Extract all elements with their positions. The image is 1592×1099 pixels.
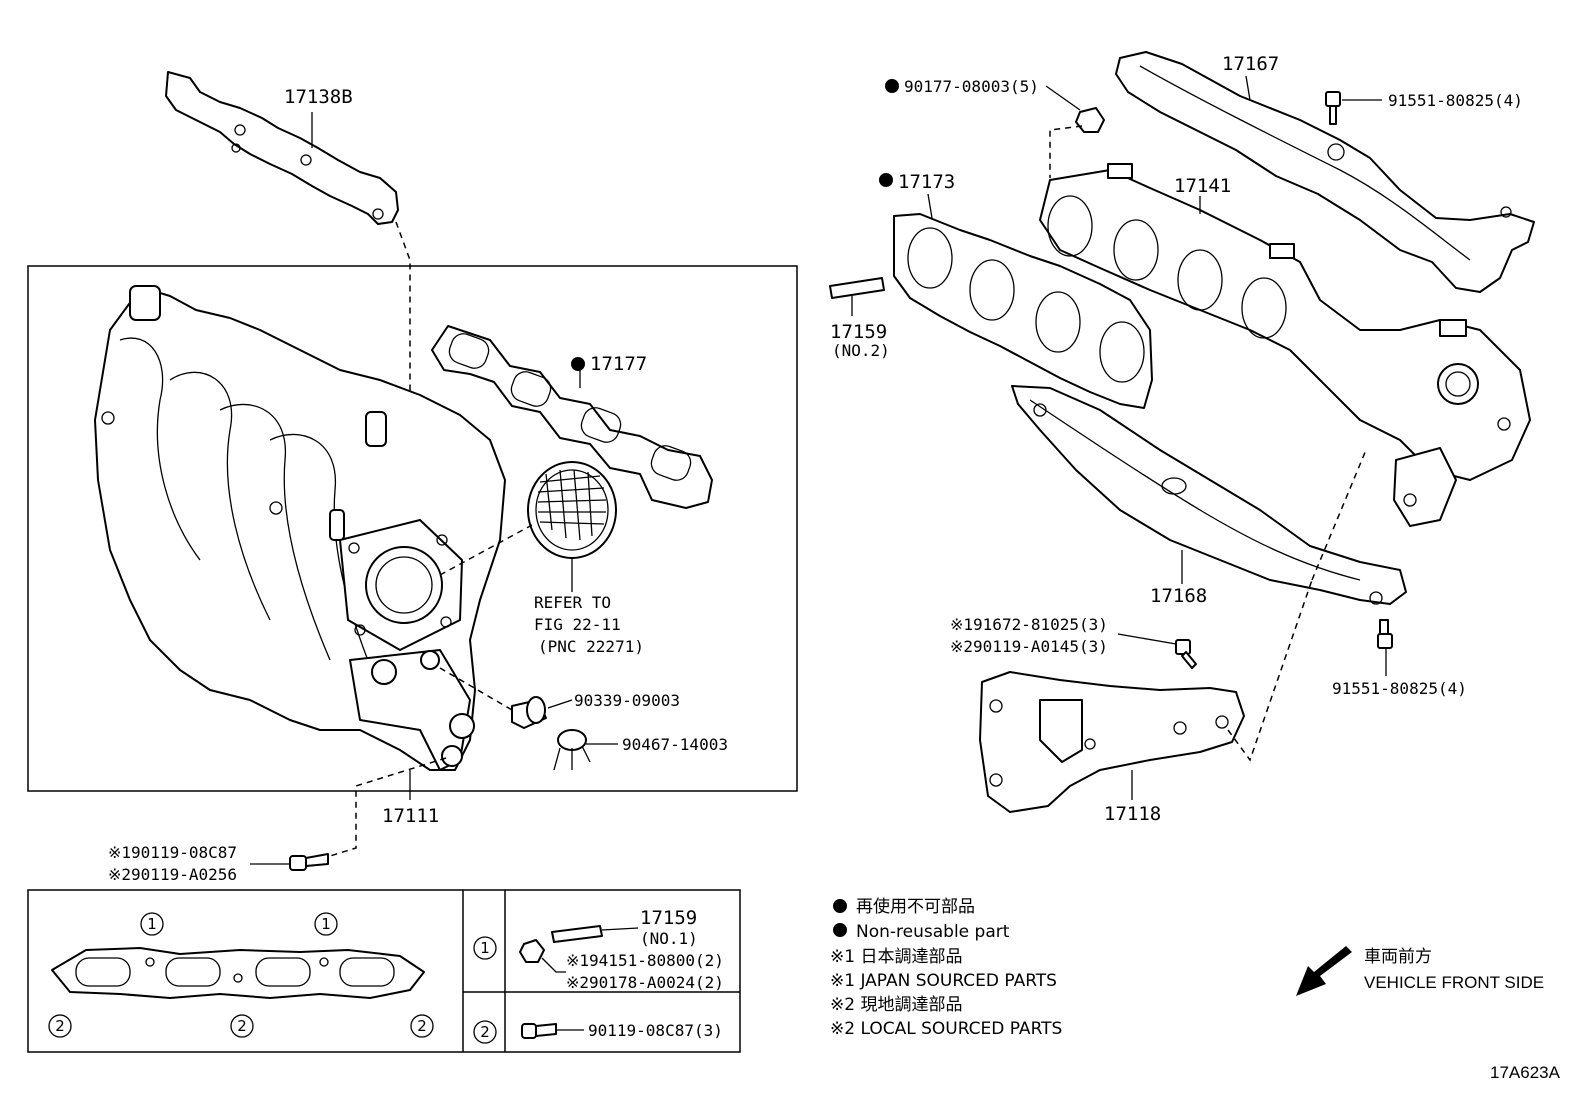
- nut-90177-drawing: [1075, 107, 1105, 133]
- leader-row1-stud: [601, 927, 639, 931]
- dash-17118: [1227, 579, 1313, 762]
- dash-bolt-a: [329, 757, 447, 857]
- direction-jp: 車両前方: [1364, 947, 1432, 967]
- leader-17167: [1245, 75, 1251, 101]
- label-17141: 17141: [1174, 175, 1231, 197]
- bolt-91551-bot-drawing: [1377, 619, 1393, 649]
- legend-dot-jp: [833, 899, 847, 913]
- dash-17138b: [395, 221, 411, 450]
- exhaust-manifold-17141-drawing: [1039, 163, 1531, 527]
- bracket-17118-drawing: [979, 671, 1245, 813]
- label-17168: 17168: [1150, 585, 1207, 607]
- label-bolt-b1: ※191672-81025(3): [950, 615, 1108, 634]
- label-bolt-a1: ※190119-08C87: [108, 843, 237, 862]
- label-17167: 17167: [1222, 53, 1279, 75]
- row-circle-1: 1: [480, 939, 490, 957]
- legend-nonreusable-en: Non-reusable part: [856, 922, 1010, 942]
- circle-2-a: 2: [55, 1017, 65, 1035]
- leader-bolt-b: [1117, 633, 1177, 645]
- label-17118: 17118: [1104, 803, 1161, 825]
- inset-row2-code: 90119-08C87(3): [588, 1021, 723, 1040]
- inset-row2-drawing: [521, 1023, 557, 1039]
- intake-manifold-drawing: [94, 285, 506, 771]
- leader-90177: [1045, 85, 1081, 111]
- label-17138b: 17138B: [284, 86, 353, 108]
- inset-gasket-drawing: [51, 947, 425, 999]
- clip-90467-drawing: [553, 729, 591, 771]
- label-17159-top-sub: (NO.2): [832, 341, 890, 360]
- bolt-b-drawing: [1175, 639, 1197, 669]
- inset-row1-drawing: [519, 925, 603, 963]
- diagram-code: 17A623A: [1490, 1063, 1561, 1082]
- dash-17118-b: [1311, 449, 1367, 581]
- legend-dot-en: [833, 923, 847, 937]
- inset-row1-code2: ※290178-A0024(2): [566, 973, 724, 992]
- label-17177: 17177: [590, 353, 647, 375]
- nonreusable-dot-17177: [571, 357, 585, 371]
- refer-line-2: FIG 22-11: [534, 615, 621, 634]
- stud-17159-top-drawing: [829, 277, 885, 299]
- label-90467: 90467-14003: [622, 735, 728, 754]
- leader-17173: [927, 193, 933, 219]
- bracket-17138b-drawing: [165, 71, 399, 225]
- legend-japan-jp: ※1 日本調達部品: [830, 947, 962, 967]
- refer-line-1: REFER TO: [534, 593, 611, 612]
- gasket-17177-drawing: [431, 325, 713, 509]
- refer-line-3: (PNC 22271): [538, 637, 644, 656]
- throttle-gasket-drawing: [527, 461, 617, 559]
- front-direction-arrow-icon: [1296, 946, 1352, 996]
- legend-japan-en: ※1 JAPAN SOURCED PARTS: [830, 971, 1057, 991]
- nonreusable-dot-17173: [879, 173, 893, 187]
- inset-row1-code1: ※194151-80800(2): [566, 951, 724, 970]
- label-90339: 90339-09003: [574, 691, 680, 710]
- legend-nonreusable-jp: 再使用不可部品: [856, 896, 975, 917]
- leader-90339: [547, 699, 573, 709]
- inset-row1-part: 17159: [640, 907, 697, 929]
- circle-1-a: 1: [147, 915, 157, 933]
- bolt-91551-top-drawing: [1325, 91, 1341, 125]
- cap-90339-drawing: [511, 696, 547, 729]
- label-17159-top: 17159: [830, 321, 887, 343]
- gasket-17173-drawing: [893, 213, 1153, 409]
- bolt-a-drawing: [289, 853, 329, 871]
- legend-local-jp: ※2 現地調達部品: [830, 995, 962, 1015]
- dash-90177: [1049, 125, 1083, 178]
- circle-2-c: 2: [417, 1017, 427, 1035]
- label-17173: 17173: [898, 171, 955, 193]
- insulator-17167-drawing: [1115, 51, 1535, 293]
- label-17111: 17111: [382, 805, 439, 827]
- intake-manifold-group-box: [27, 265, 798, 792]
- label-91551-top: 91551-80825(4): [1388, 91, 1523, 110]
- insulator-17168-drawing: [1011, 385, 1407, 605]
- leader-row1-nut: [541, 957, 566, 973]
- label-bolt-b2: ※290119-A0145(3): [950, 637, 1108, 656]
- label-91551-bot: 91551-80825(4): [1332, 679, 1467, 698]
- inset-row1-part-sub: (NO.1): [640, 929, 698, 948]
- circle-2-b: 2: [237, 1017, 247, 1035]
- legend-local-en: ※2 LOCAL SOURCED PARTS: [830, 1019, 1062, 1039]
- label-bolt-a2: ※290119-A0256: [108, 865, 237, 884]
- direction-en: VEHICLE FRONT SIDE: [1364, 973, 1544, 992]
- inset-table: [27, 889, 741, 1053]
- nonreusable-dot-90177: [885, 79, 899, 93]
- label-90177: 90177-08003(5): [904, 77, 1039, 96]
- inset-circle-labels: 1 1 2 2 2 1 2: [48, 912, 497, 1044]
- circle-1-b: 1: [321, 915, 331, 933]
- dash-90339: [439, 667, 513, 711]
- row-circle-2: 2: [480, 1023, 490, 1041]
